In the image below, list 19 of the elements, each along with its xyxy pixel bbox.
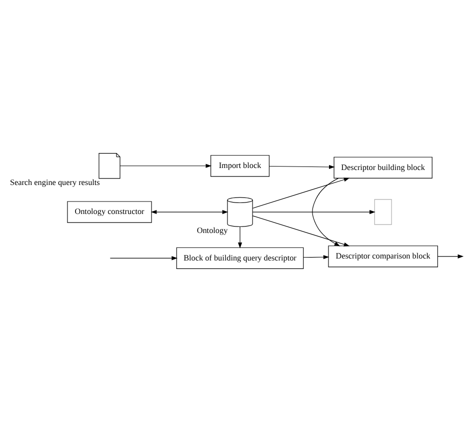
arrow [120, 164, 212, 168]
node-box: Import block [210, 155, 270, 177]
arrow [303, 255, 330, 260]
arrow [252, 216, 350, 246]
arrow [252, 210, 376, 214]
arrow [437, 254, 464, 258]
node-box: Descriptor comparison block [328, 246, 438, 268]
arrow [312, 178, 340, 246]
node-box: Descriptor building block [334, 156, 432, 178]
arrow [269, 164, 335, 170]
arrow [150, 210, 228, 214]
node-label: Ontology [196, 226, 228, 236]
arrow [110, 256, 178, 260]
arrow [238, 226, 242, 248]
arrow [252, 178, 350, 209]
node-box: Block of building query descriptor [176, 247, 304, 269]
node-label: Search engine query results [10, 178, 100, 187]
node-box [374, 199, 392, 225]
node-box: Ontology constructor [67, 201, 152, 223]
